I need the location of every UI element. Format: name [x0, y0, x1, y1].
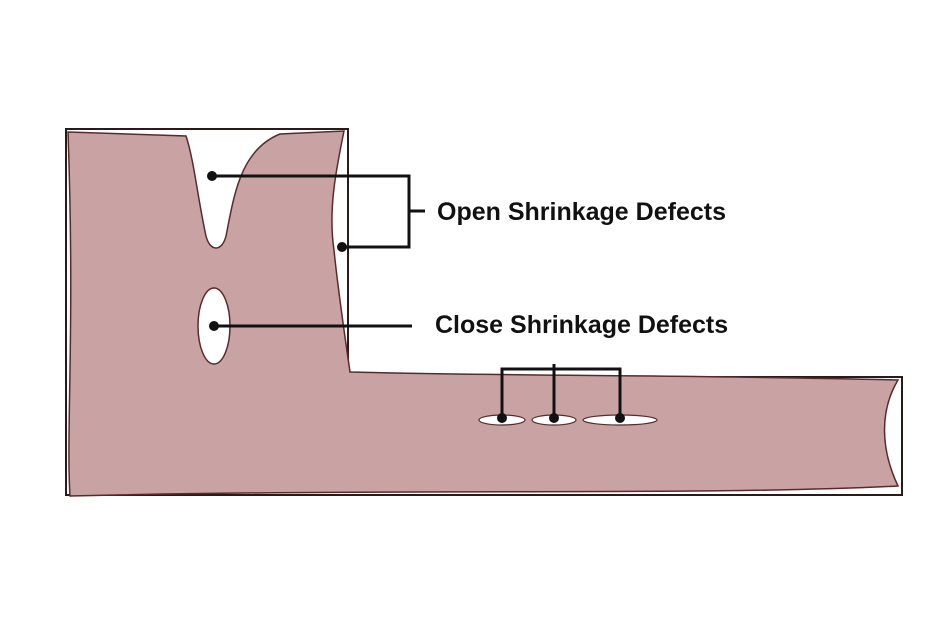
open-shrinkage-label: Open Shrinkage Defects [437, 198, 726, 226]
open-shrinkage-pointer-dot-1 [207, 171, 217, 181]
close-shrinkage-pointer-dot [209, 321, 219, 331]
thin-section-marker-dot-3 [615, 413, 625, 423]
thin-section-markers [500, 364, 622, 418]
open-shrinkage-pointer-dot-2 [337, 242, 347, 252]
close-shrinkage-label: Close Shrinkage Defects [435, 311, 728, 339]
thin-section-marker-dot-2 [549, 413, 559, 423]
open-shrinkage-leader [212, 174, 425, 249]
casting-body [67, 130, 900, 497]
thin-section-marker-dot-1 [497, 413, 507, 423]
